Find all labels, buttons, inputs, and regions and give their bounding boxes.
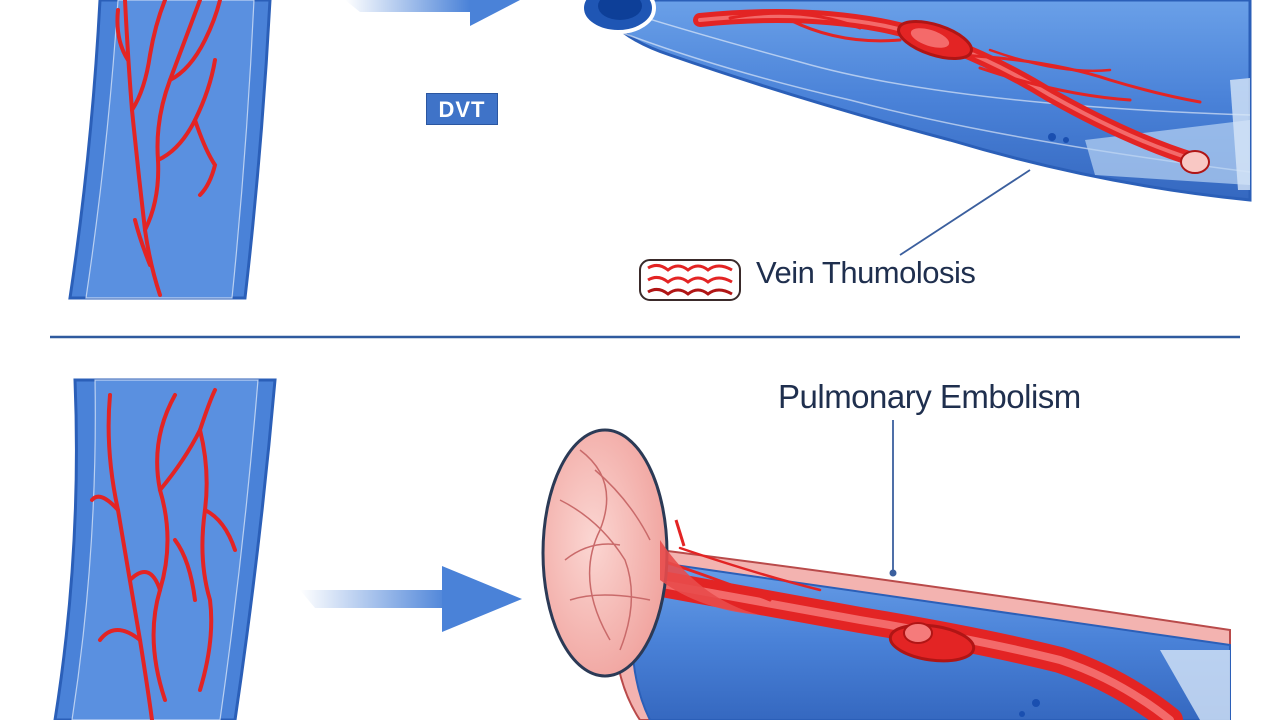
pulmonary-vessel <box>612 543 1231 720</box>
top-flow-arrow <box>345 0 520 26</box>
top-left-vein-capillaries <box>115 0 222 297</box>
vein-thrombosis-caption: Vein Thumolosis <box>756 255 976 290</box>
bottom-left-vein <box>53 378 277 720</box>
bottom-flow-arrow <box>300 566 522 632</box>
embolus-mouth <box>541 428 669 678</box>
top-right-vein <box>580 0 1252 202</box>
red-thread <box>674 519 686 547</box>
top-left-vein <box>68 0 272 300</box>
dvt-clot <box>693 9 1202 167</box>
blood-clot-icon <box>639 259 741 301</box>
embolus-fringe <box>660 540 760 615</box>
bottom-left-vein-capillaries <box>90 388 237 720</box>
pulmonary-embolism-caption: Pulmonary Embolism <box>778 378 1081 415</box>
top-callout-line <box>899 169 1031 256</box>
bottom-callout-dot <box>889 569 897 577</box>
dvt-badge: DVT <box>426 93 498 125</box>
